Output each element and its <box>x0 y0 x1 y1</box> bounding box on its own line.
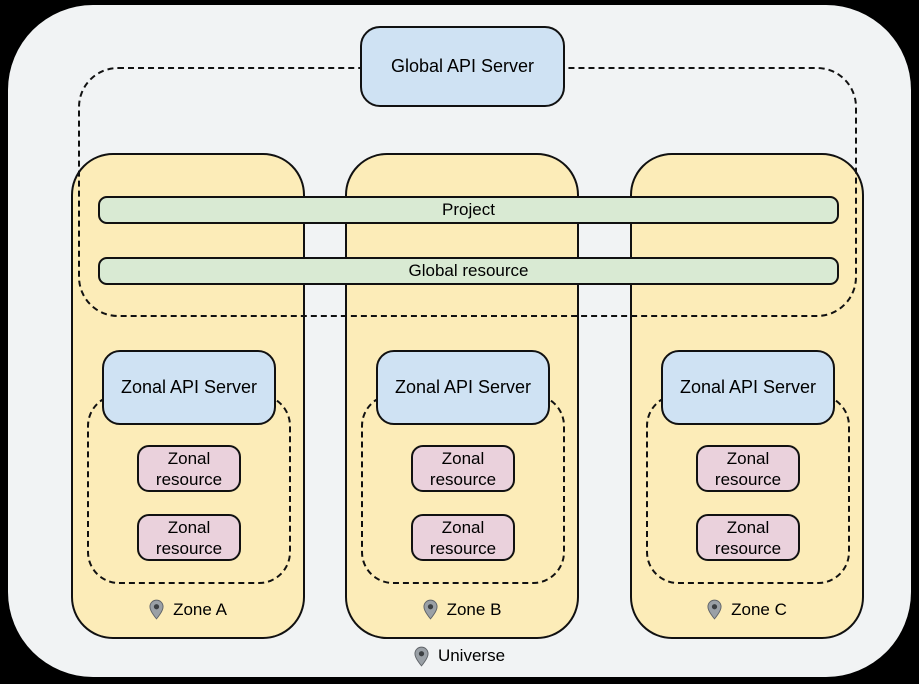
zone-name: Zone A <box>173 599 227 619</box>
zone-a-zonal-resource-box: Zonal resource <box>137 445 241 492</box>
project-bar-label: Project <box>442 200 495 219</box>
zone-a-label: Zone A <box>73 599 303 620</box>
zone-c-zonal-resource-box: Zonal resource <box>696 514 800 561</box>
universe-panel: Zonal API Server Zonal resource Zonal re… <box>8 5 911 677</box>
universe-label: Universe <box>0 643 919 669</box>
zone-c-zonal-resource-box: Zonal resource <box>696 445 800 492</box>
zone-b-container: Zonal API Server Zonal resource Zonal re… <box>345 153 579 639</box>
zone-a-zonal-resource-box: Zonal resource <box>137 514 241 561</box>
global-api-server-label: Global API Server <box>390 56 535 76</box>
zonal-resource-label: Zonal resource <box>155 517 223 558</box>
zonal-resource-label: Zonal resource <box>429 448 497 489</box>
universe-name: Universe <box>437 646 506 665</box>
zonal-resource-label: Zonal resource <box>429 517 497 558</box>
location-pin-icon <box>414 646 429 667</box>
zonal-resource-label: Zonal resource <box>714 448 782 489</box>
zone-a-zonal-api-server-box: Zonal API Server <box>102 350 276 425</box>
zone-c-label: Zone C <box>632 599 862 620</box>
zonal-api-server-label: Zonal API Server <box>120 377 258 397</box>
global-resource-bar: Global resource <box>98 257 839 285</box>
location-pin-icon <box>149 599 164 620</box>
zone-name: Zone B <box>446 599 502 619</box>
zone-b-zonal-resource-box: Zonal resource <box>411 445 515 492</box>
zonal-api-server-label: Zonal API Server <box>394 377 532 397</box>
zone-b-label: Zone B <box>347 599 577 620</box>
location-pin-icon <box>707 599 722 620</box>
zone-b-zonal-api-server-box: Zonal API Server <box>376 350 550 425</box>
zone-b-zonal-resource-box: Zonal resource <box>411 514 515 561</box>
global-resource-bar-label: Global resource <box>408 261 529 280</box>
zone-name: Zone C <box>731 599 787 619</box>
zone-a-container: Zonal API Server Zonal resource Zonal re… <box>71 153 305 639</box>
location-pin-icon <box>423 599 438 620</box>
zonal-resource-label: Zonal resource <box>155 448 223 489</box>
global-api-server-box: Global API Server <box>360 26 565 107</box>
zone-c-container: Zonal API Server Zonal resource Zonal re… <box>630 153 864 639</box>
zone-c-zonal-api-server-box: Zonal API Server <box>661 350 835 425</box>
zonal-api-server-label: Zonal API Server <box>679 377 817 397</box>
zonal-resource-label: Zonal resource <box>714 517 782 558</box>
project-bar: Project <box>98 196 839 224</box>
